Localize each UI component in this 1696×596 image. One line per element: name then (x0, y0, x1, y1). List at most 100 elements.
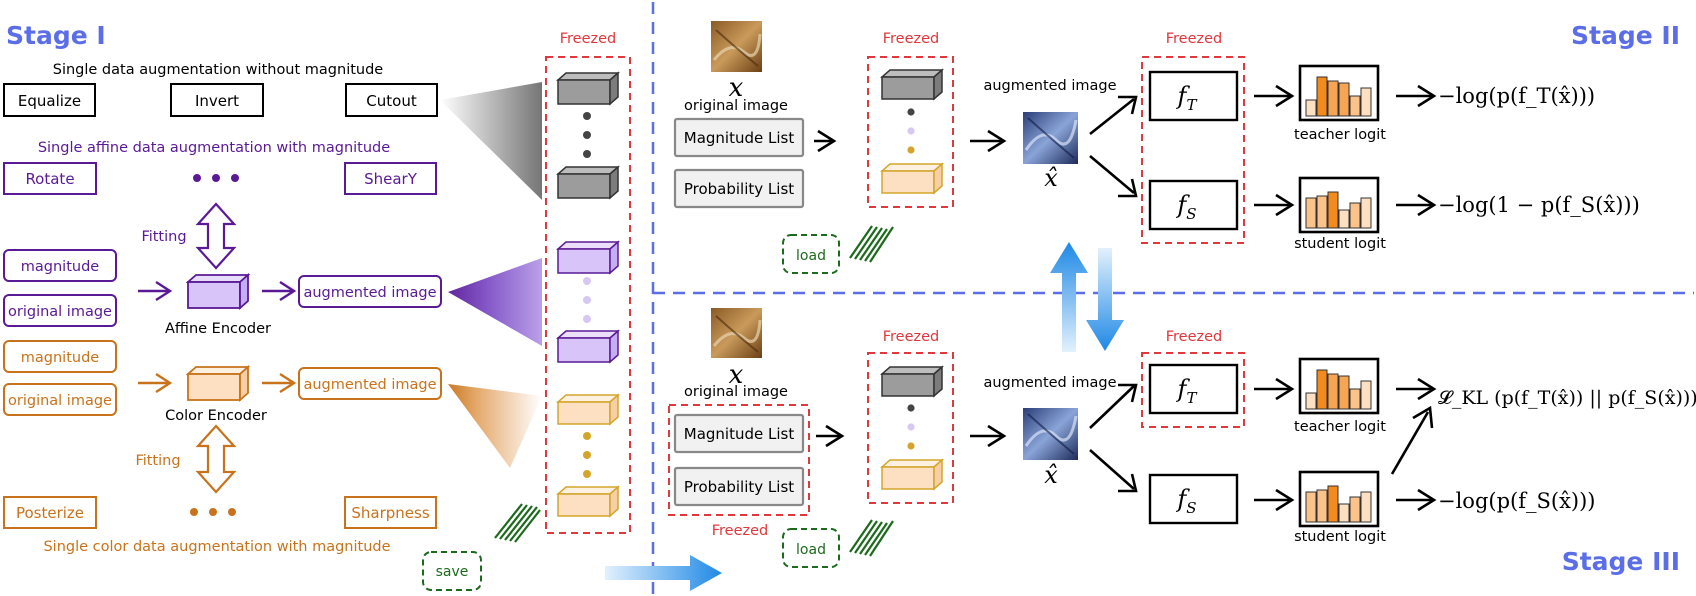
stage-3-title: Stage III (1562, 547, 1680, 576)
encoder-orange-stage2 (880, 162, 944, 195)
original-image-label-stage3: original image (684, 384, 788, 400)
dot-gray-stage3 (907, 404, 915, 412)
teacher-model-box-stage3 (1148, 363, 1239, 415)
x-symbol-stage3: x (729, 360, 744, 390)
freezed-teacher-label-stage3: Freezed (1166, 329, 1223, 345)
fitting-arrow-affine-icon (195, 202, 237, 270)
dot-gray-stage2 (907, 108, 915, 116)
fitting-label-color: Fitting (135, 453, 180, 469)
arrow-lists-to-encoders-stage3 (816, 424, 844, 448)
save-hatch (494, 503, 541, 543)
fitting-label-affine: Fitting (141, 229, 186, 245)
stack-purple-dots (583, 277, 591, 323)
load-box-stage3 (782, 528, 840, 568)
load-box-stage2 (782, 234, 840, 274)
student-logit-label-stage2: student logit (1294, 236, 1386, 252)
load-hatch-stage2 (849, 225, 894, 263)
dot-purple-stage2 (907, 127, 915, 135)
freezed-encoders-frame-stage2 (867, 56, 954, 208)
arrow-from-color-icon (262, 372, 297, 394)
branch-arrows-stage2 (1089, 95, 1138, 198)
freezed-lists-frame-stage3 (668, 404, 810, 516)
sheary-label: ShearY (364, 170, 418, 188)
probability-list-box-stage2 (673, 168, 805, 209)
arrow-teacher-to-logit-stage3 (1254, 377, 1294, 401)
magnitude-affine-box (3, 249, 117, 282)
dot-orange-stage3 (907, 442, 915, 450)
magnitude-list-box-stage2 (673, 117, 805, 158)
stack-orange-top (556, 393, 620, 426)
equalize-label: Equalize (18, 92, 81, 110)
loss-student-stage2: −log(1 − p(f_S(x̂))) (1438, 193, 1640, 217)
teacher-logit-label-stage3: teacher logit (1294, 419, 1386, 435)
original-image-color-label: original image (8, 393, 112, 409)
encoder-gray-stage3 (880, 365, 944, 398)
arrow-student-to-kl-stage3 (1390, 405, 1434, 475)
student-logit-icon-stage3 (1298, 470, 1380, 528)
original-image-thumb-stage3 (711, 308, 762, 358)
freezed-encoders-label-stage2: Freezed (883, 31, 940, 47)
affine-aug-title: Single affine data augmentation with mag… (38, 140, 390, 156)
encoder-gray-stage2 (880, 68, 944, 101)
stack-purple-top (556, 240, 620, 275)
magnitude-color-box (3, 340, 117, 373)
beam-purple (448, 258, 542, 346)
augmented-image-color-label: augmented image (303, 377, 436, 393)
magnitude-list-box-stage3 (673, 413, 805, 454)
arrow-student-to-loss-stage3 (1396, 488, 1436, 512)
save-box (422, 551, 482, 591)
arrow-from-affine-icon (262, 280, 297, 302)
magnitude-color-label: magnitude (21, 350, 100, 366)
blue-arrow-right-icon (605, 555, 722, 591)
stage-1-title: Stage I (6, 21, 106, 50)
arrow-teacher-to-logit-stage2 (1254, 84, 1294, 108)
arrow-encoders-to-aug-stage3 (970, 424, 1006, 448)
sheary-box (344, 162, 437, 195)
stack-gray-bottom (556, 165, 620, 200)
color-aug-title: Single color data augmentation with magn… (43, 539, 390, 555)
beam-gray (440, 82, 542, 200)
dot-purple-stage3 (907, 423, 915, 431)
loss-student-stage3: −log(p(f_S(x̂))) (1438, 489, 1596, 513)
stage-2-title: Stage II (1571, 21, 1680, 50)
arrow-student-to-logit-stage3 (1254, 488, 1294, 512)
loss-teacher-stage2: −log(p(f_T(x̂))) (1438, 84, 1595, 108)
loss-kl-stage3: 𝓛_KL (p(f_T(x̂)) || p(f_S(x̂))) (1438, 387, 1696, 409)
color-encoder-cube (185, 365, 251, 402)
probability-list-box-stage3 (673, 466, 805, 507)
student-logit-icon-stage2 (1298, 176, 1380, 234)
encoder-orange-stage3 (880, 458, 944, 491)
teacher-model-box-stage2 (1148, 70, 1239, 122)
augmented-image-thumb-stage2 (1023, 112, 1078, 164)
arrow-into-affine-icon (138, 280, 173, 302)
arrow-lists-to-encoders-stage2 (814, 129, 836, 153)
teacher-logit-label-stage2: teacher logit (1294, 127, 1386, 143)
magnitude-list-label-stage2: Magnitude List (684, 129, 795, 147)
xhat-symbol-stage2: x̂ (1044, 164, 1058, 192)
probability-list-label-stage3: Probability List (684, 478, 794, 496)
probability-list-label-stage2: Probability List (684, 180, 794, 198)
freezed-label-stage1: Freezed (560, 31, 617, 47)
stack-purple-bottom (556, 329, 620, 364)
blue-arrow-up-icon (1050, 242, 1088, 352)
original-image-thumb-stage2 (711, 21, 762, 72)
ellipsis-affine (193, 174, 239, 182)
magnitude-affine-label: magnitude (21, 259, 100, 275)
stack-orange-bottom (556, 485, 620, 518)
load-label-stage3: load (796, 542, 826, 558)
augmented-image-affine-label: augmented image (303, 285, 436, 301)
student-model-box-stage2 (1148, 179, 1239, 231)
sharpness-box (344, 496, 437, 529)
beam-orange (448, 384, 542, 468)
posterize-label: Posterize (16, 504, 84, 522)
original-image-color-box (3, 383, 117, 416)
load-hatch-stage3 (849, 519, 894, 557)
x-symbol-stage2: x (729, 73, 744, 103)
blue-arrow-down-icon (1086, 248, 1124, 351)
augmented-image-thumb-stage3 (1023, 408, 1078, 460)
freezed-frame-stage1 (545, 56, 631, 534)
load-label-stage2: load (796, 248, 826, 264)
arrow-encoders-to-aug-stage2 (970, 129, 1006, 153)
single-aug-title: Single data augmentation without magnitu… (53, 62, 384, 78)
branch-arrows-stage3 (1089, 383, 1138, 493)
